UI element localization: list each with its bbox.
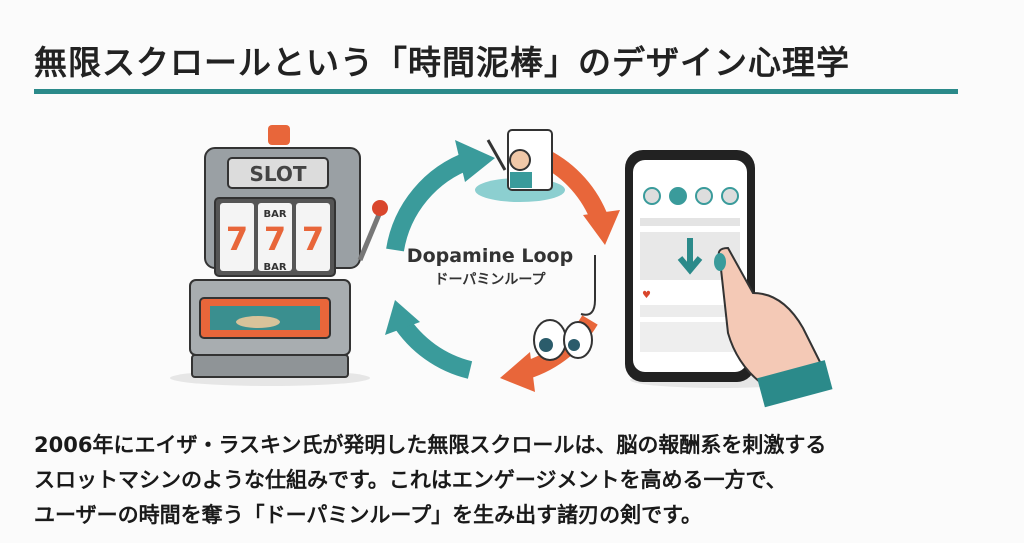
- svg-text:7: 7: [264, 220, 286, 258]
- hand-icon: [717, 246, 825, 390]
- body-line: スロットマシンのような仕組みです。これはエンゲージメントを高める一方で、: [34, 468, 787, 492]
- svg-text:BAR: BAR: [263, 262, 286, 273]
- body-text: 2006年にエイザ・ラスキン氏が発明した無限スクロールは、脳の報酬系を刺激する …: [34, 428, 826, 533]
- svg-text:7: 7: [302, 220, 324, 258]
- drowning-person-icon: [475, 129, 565, 202]
- slot-machine-illustration: SLOT 7 7 7 BAR BAR: [170, 125, 388, 386]
- illustration: SLOT 7 7 7 BAR BAR: [170, 125, 833, 408]
- svg-text:♥: ♥: [642, 290, 651, 301]
- page-title: 無限スクロールという「時間泥棒」のデザイン心理学: [34, 43, 850, 82]
- smartphone-illustration: ♥: [625, 150, 833, 408]
- loop-title: Dopamine Loop: [406, 245, 574, 267]
- title-underline: [34, 89, 958, 94]
- scroll-down-arrow-icon: [677, 238, 703, 275]
- loop-subtitle: ドーパミンループ: [434, 272, 546, 288]
- svg-text:BAR: BAR: [263, 209, 286, 220]
- dopamine-loop-label: Dopamine Loop ドーパミンループ: [380, 245, 600, 289]
- body-line: ユーザーの時間を奪う「ドーパミンループ」を生み出す諸刃の剣です。: [34, 503, 703, 527]
- hooked-eyes-icon: [533, 255, 596, 361]
- body-line: 2006年にエイザ・ラスキン氏が発明した無限スクロールは、脳の報酬系を刺激する: [34, 433, 827, 457]
- siren-icon: [268, 125, 290, 145]
- slot-label: SLOT: [249, 162, 306, 186]
- svg-text:7: 7: [226, 220, 248, 258]
